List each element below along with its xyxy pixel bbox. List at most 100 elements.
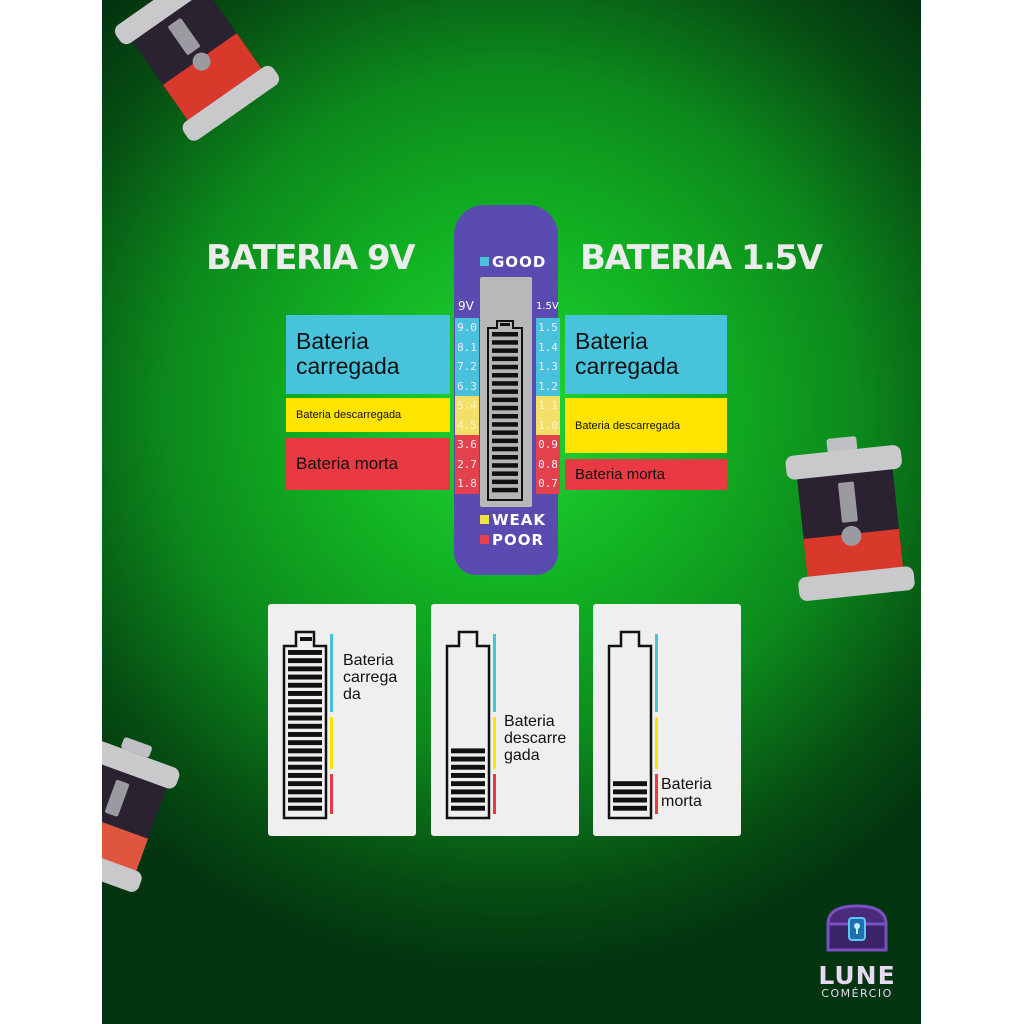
battery-segment [492, 373, 518, 378]
battery-segment [492, 356, 518, 362]
scale-value: 9.0 [455, 318, 479, 338]
card-dead: Bateria morta [593, 604, 741, 836]
scale-value: 1.2 [536, 376, 560, 396]
battery-segment [492, 381, 518, 386]
card-charged-text: Bateria carrega da [343, 652, 397, 703]
battery-segment [451, 748, 485, 754]
scale-value: 7.2 [455, 357, 479, 377]
header-9v: 9V [458, 299, 474, 313]
battery-segment [288, 650, 322, 655]
battery-segment [492, 414, 518, 419]
green-background-panel: BATERIA 9V BATERIA 1.5V Bateria carregad… [102, 0, 921, 1024]
battery-segment [500, 323, 510, 326]
level-bar-red [655, 774, 658, 814]
battery-segment [288, 773, 322, 778]
label-1-5v-dead: Bateria morta [565, 459, 727, 490]
text-line: Bateria [661, 776, 712, 793]
scale-value: 6.3 [455, 376, 479, 396]
level-bar-red [330, 774, 333, 814]
battery-level-bar [487, 320, 523, 501]
battery-segment [492, 364, 518, 370]
text-line: descarre [504, 730, 567, 747]
low-battery-icon [102, 737, 180, 892]
battery-segment [492, 405, 518, 411]
label-9v-discharged: Bateria descarregada [286, 398, 450, 432]
battery-outline [282, 630, 328, 820]
battery-segment [492, 332, 518, 337]
logo-name: LUNE [818, 961, 896, 990]
yellow-square-icon [480, 515, 489, 524]
battery-full-icon [282, 630, 333, 820]
battery-segment [492, 430, 518, 435]
battery-segment [288, 748, 322, 754]
scale-value: 0.9 [536, 435, 560, 455]
battery-segment [288, 797, 322, 803]
battery-segment [451, 781, 485, 787]
battery-segment [492, 397, 518, 403]
battery-segment [492, 471, 518, 476]
scale-value: 0.8 [536, 454, 560, 474]
legend-poor: POOR [480, 531, 544, 549]
good-label: GOOD [492, 253, 547, 271]
battery-segment [288, 723, 322, 729]
battery-segment [613, 789, 647, 795]
battery-segment [492, 422, 518, 427]
label-9v-charged: Bateria carregada [286, 315, 450, 394]
battery-segment [451, 764, 485, 770]
battery-segment [613, 797, 647, 803]
battery-segment [492, 463, 518, 468]
legend-good: GOOD [480, 253, 546, 271]
legend-weak: WEAK [480, 511, 546, 529]
level-bar-yellow [655, 717, 658, 769]
text-line: Bateria [504, 713, 555, 730]
battery-segment [451, 797, 485, 803]
battery-segment [288, 715, 322, 721]
scale-value: 1.8 [455, 474, 479, 494]
battery-segment [492, 438, 518, 444]
battery-segment [492, 479, 518, 485]
red-square-icon [480, 535, 489, 544]
battery-segment [451, 805, 485, 811]
scale-value: 1.4 [536, 337, 560, 357]
logo-subtitle: COMÉRCIO [821, 987, 893, 1000]
level-bar-yellow [330, 717, 333, 769]
poor-label: POOR [492, 531, 545, 549]
text-line: gada [504, 747, 540, 764]
battery-segment [451, 773, 485, 778]
label-1-5v-discharged: Bateria descarregada [565, 398, 727, 453]
scale-value: 1.3 [536, 357, 560, 377]
battery-segment [288, 674, 322, 680]
level-bar-red [493, 774, 496, 814]
battery-segment [613, 781, 647, 787]
level-bar-blue [330, 634, 333, 712]
lune-logo: LUNE COMÉRCIO [807, 902, 907, 1000]
text-line: morta [661, 793, 702, 810]
battery-segment [492, 487, 518, 493]
battery-segment [451, 756, 485, 762]
scale-value: 1.1 [536, 396, 560, 416]
battery-segment [492, 455, 518, 460]
scale-value: 2.7 [455, 454, 479, 474]
battery-segment [451, 789, 485, 795]
text-line: da [343, 686, 361, 703]
battery-segment [288, 789, 322, 795]
battery-outline [445, 630, 491, 820]
battery-segment [288, 682, 322, 688]
level-bar-yellow [493, 717, 496, 769]
level-bar-blue [655, 634, 658, 712]
battery-segment [492, 348, 518, 353]
weak-label: WEAK [492, 511, 547, 529]
battery-segment [288, 699, 322, 705]
scale-value: 1.5 [536, 318, 560, 338]
battery-segment [288, 691, 322, 696]
battery-low-icon [607, 630, 658, 820]
battery-segment [288, 666, 322, 672]
battery-outline [607, 630, 653, 820]
card-charged: Bateria carrega da [268, 604, 416, 836]
title-1-5v: BATERIA 1.5V [580, 238, 823, 278]
low-battery-icon [785, 436, 915, 601]
card-discharged: Bateria descarre gada [431, 604, 579, 836]
battery-segment [492, 340, 518, 345]
